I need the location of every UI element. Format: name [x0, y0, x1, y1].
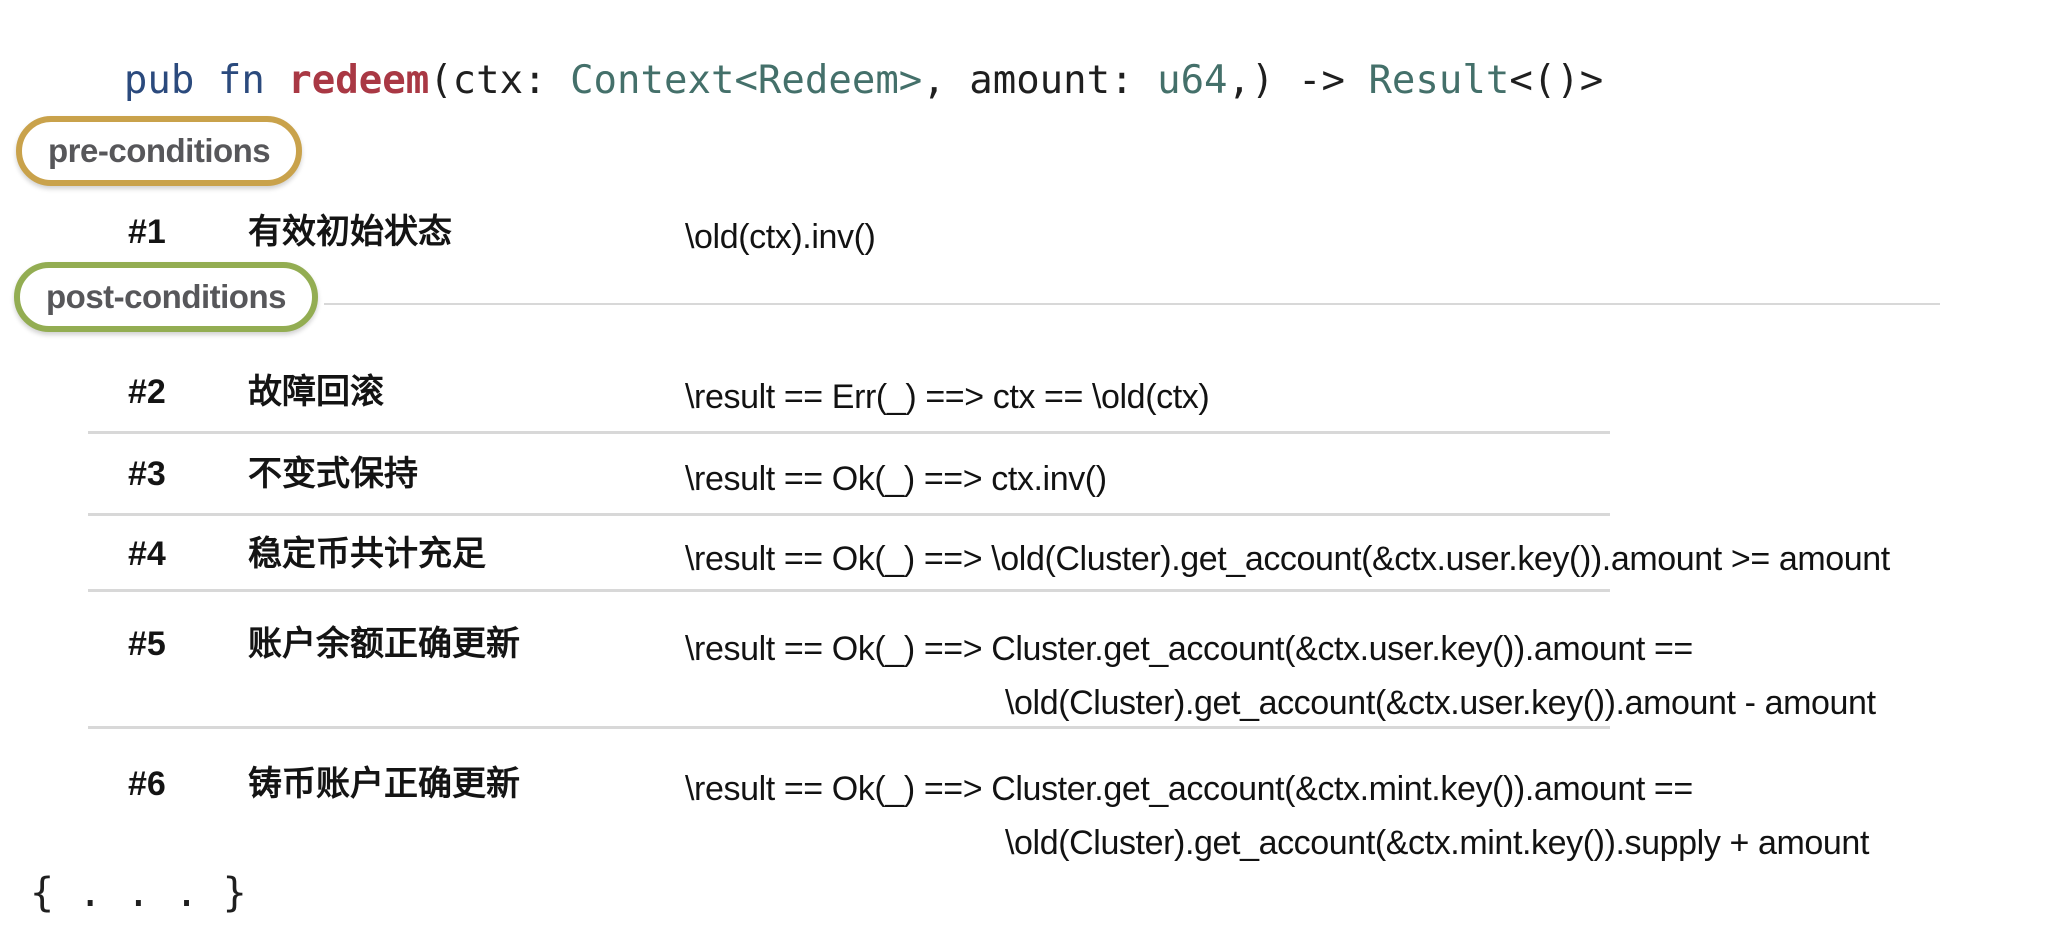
formula-line: \old(Cluster).get_account(&ctx.mint.key(…: [1005, 824, 1869, 862]
formula-line: \old(Cluster).get_account(&ctx.user.key(…: [1005, 684, 1876, 722]
condition-number: #3: [128, 455, 166, 493]
formula-line: \result == Err(_) ==> ctx == \old(ctx): [685, 378, 1210, 416]
formula-line: \result == Ok(_) ==> Cluster.get_account…: [685, 770, 1693, 808]
code-token-plain: (ctx:: [429, 58, 571, 103]
divider-line: [88, 513, 1610, 516]
function-body-ellipsis: { . . . }: [30, 870, 247, 916]
code-token-keyword: pub fn: [123, 58, 289, 103]
condition-number: #6: [128, 765, 166, 803]
code-token-function: redeem: [288, 58, 430, 103]
condition-formula: \result == Ok(_) ==> Cluster.get_account…: [685, 622, 2045, 730]
condition-number: #5: [128, 625, 166, 663]
condition-number: #4: [128, 535, 166, 573]
pre-conditions-badge-label: pre-conditions: [48, 132, 271, 169]
code-token-type: Context<Redeem>: [570, 58, 923, 103]
condition-number: #2: [128, 373, 166, 411]
post-conditions-badge: post-conditions: [14, 262, 318, 332]
condition-label: 不变式保持: [248, 455, 418, 493]
formula-line: \result == Ok(_) ==> ctx.inv(): [685, 460, 1107, 498]
code-token-type: u64: [1157, 58, 1228, 103]
condition-label: 故障回滚: [248, 373, 384, 411]
divider-line: [88, 431, 1610, 434]
condition-formula: \result == Ok(_) ==> ctx.inv(): [685, 452, 2045, 506]
formula-line: \result == Ok(_) ==> Cluster.get_account…: [685, 630, 1693, 668]
pre-conditions-badge: pre-conditions: [16, 116, 303, 186]
function-signature: pub fn redeem(ctx: Context<Redeem>, amou…: [30, 12, 1603, 150]
condition-number: #1: [128, 213, 166, 251]
code-token-plain: <()>: [1509, 58, 1604, 103]
condition-formula: \result == Ok(_) ==> Cluster.get_account…: [685, 762, 2045, 870]
condition-label: 稳定币共计充足: [248, 535, 486, 573]
condition-label: 有效初始状态: [248, 213, 452, 251]
code-token-type: Result: [1368, 58, 1510, 103]
post-conditions-connector-line: [324, 303, 1940, 305]
post-conditions-badge-label: post-conditions: [46, 278, 286, 315]
formula-line: \result == Ok(_) ==> \old(Cluster).get_a…: [685, 540, 1890, 578]
condition-formula: \result == Err(_) ==> ctx == \old(ctx): [685, 370, 2045, 424]
code-token-plain: ,) ->: [1227, 58, 1369, 103]
condition-label: 铸币账户正确更新: [248, 765, 520, 803]
code-token-plain: , amount:: [922, 58, 1158, 103]
condition-formula: \result == Ok(_) ==> \old(Cluster).get_a…: [685, 532, 2045, 586]
divider-line: [88, 726, 1610, 729]
divider-line: [88, 589, 1610, 592]
condition-formula: \old(ctx).inv(): [685, 210, 2045, 264]
condition-label: 账户余额正确更新: [248, 625, 520, 663]
formula-line: \old(ctx).inv(): [685, 218, 876, 256]
